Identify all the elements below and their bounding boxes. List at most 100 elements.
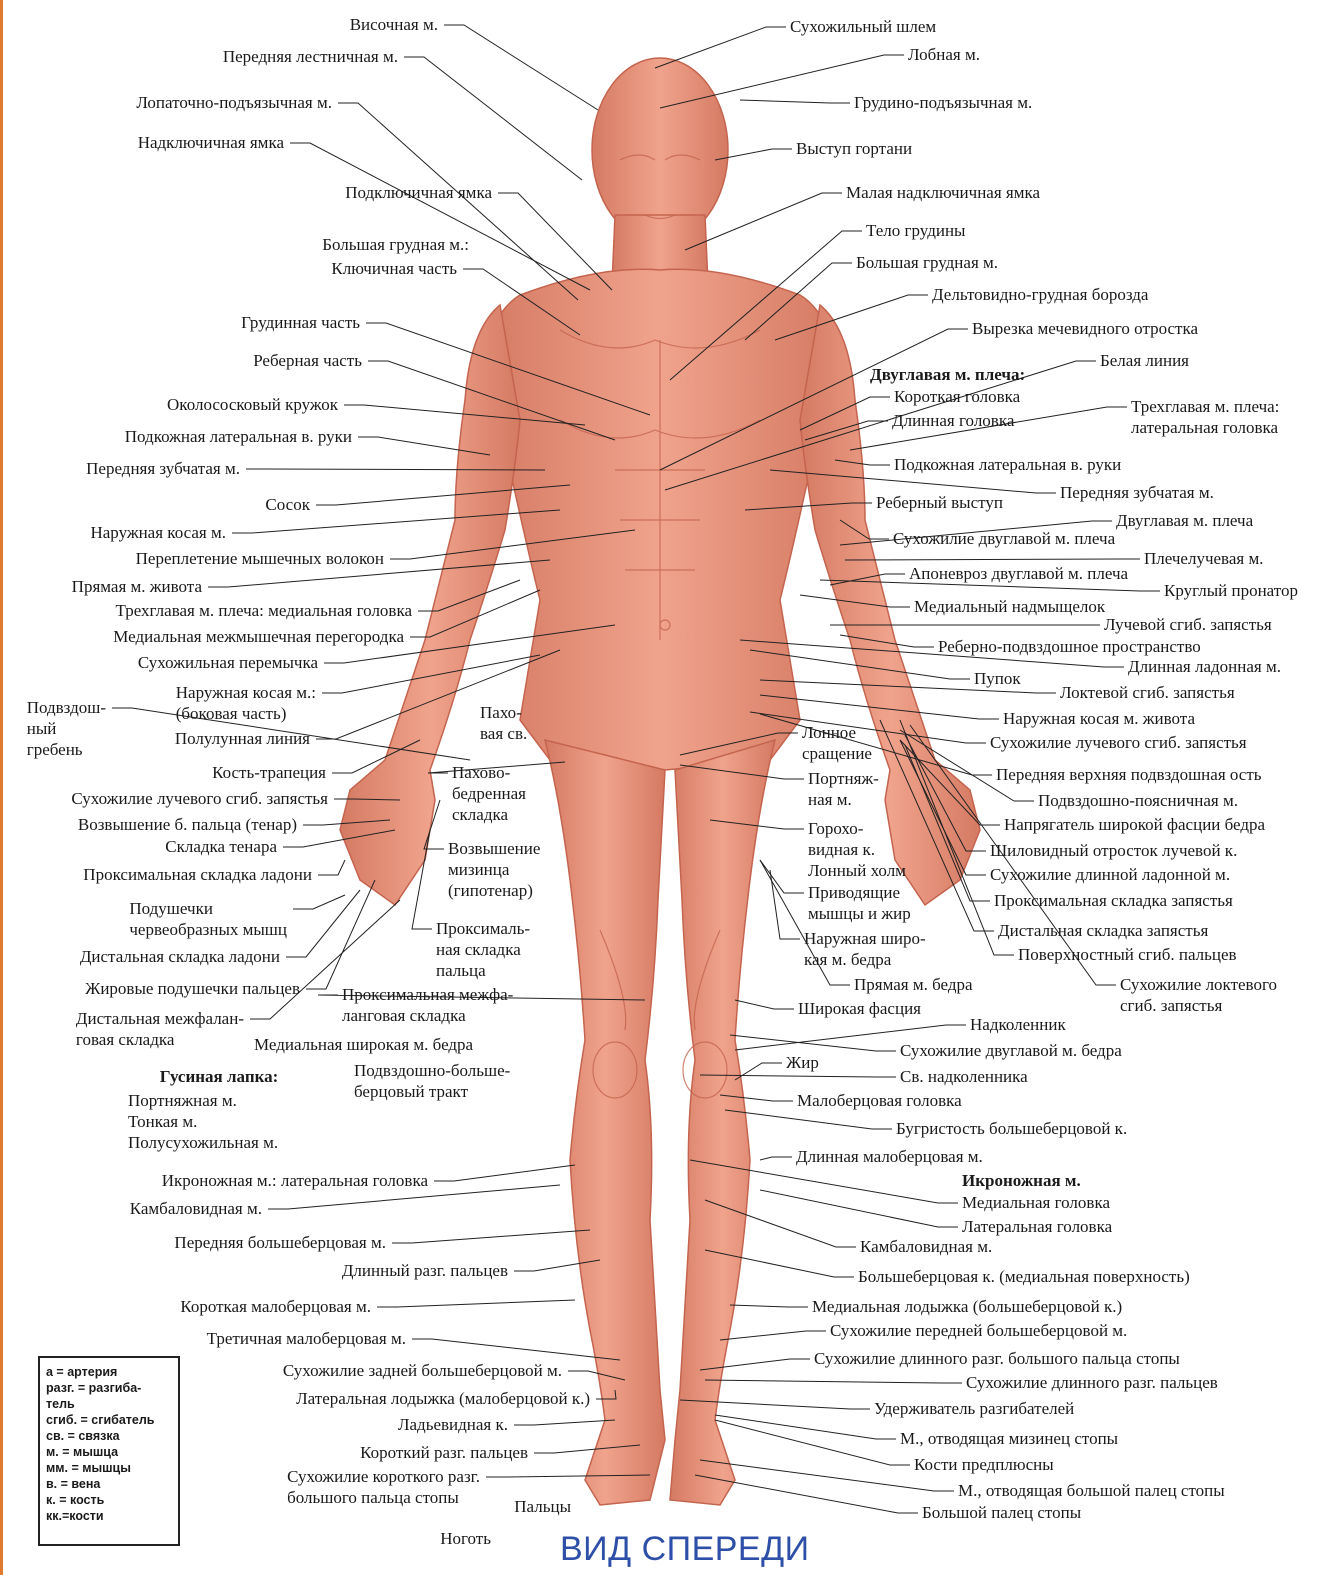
- legend-entry: кк.=кости: [46, 1508, 172, 1524]
- right-label-35: Проксимальная складка запястья: [994, 890, 1233, 911]
- right-label-34: Сухожилие длинной ладонной м.: [990, 864, 1230, 885]
- left-label-5: Большая грудная м.:: [322, 234, 469, 255]
- legend-entry: а = артерия: [46, 1364, 172, 1380]
- right-label-52: Большеберцовая к. (медиальная поверхност…: [858, 1266, 1190, 1287]
- left-label-37: Короткая малоберцовая м.: [180, 1296, 371, 1317]
- right-label-7: Дельтовидно-грудная борозда: [932, 284, 1148, 305]
- right-label-49: Медиальная головка: [962, 1192, 1110, 1213]
- right-label-11: Короткая головка: [894, 386, 1020, 407]
- right-label-41: Надколенник: [970, 1014, 1066, 1035]
- left-label-21: Полулунная линия: [175, 728, 310, 749]
- right-label-38: Сухожилие локтевого сгиб. запястья: [1120, 974, 1277, 1016]
- right-label-55: Сухожилие длинного разг. большого пальца…: [814, 1348, 1180, 1369]
- right-label-4: Малая надключичная ямка: [846, 182, 1040, 203]
- right-label-31: Подвздошно-поясничная м.: [1038, 790, 1238, 811]
- right-label-8: Вырезка мечевидного отростка: [972, 318, 1198, 339]
- right-label-27: Локтевой сгиб. запястья: [1060, 682, 1235, 703]
- left-label-9: Околососковый кружок: [167, 394, 338, 415]
- center-label-2: Возвышение мизинца (гипотенар): [448, 838, 540, 901]
- left-label-11: Передняя зубчатая м.: [86, 458, 240, 479]
- right-label-21: Круглый пронатор: [1164, 580, 1298, 601]
- left-label-24: Возвышение б. пальца (тенар): [78, 814, 297, 835]
- right-label-3: Выступ гортани: [796, 138, 912, 159]
- right-label-58: М., отводящая мизинец стопы: [900, 1428, 1118, 1449]
- center-label-9: Горохо- видная к.: [808, 818, 875, 860]
- left-label-8: Реберная часть: [253, 350, 362, 371]
- left-label-36: Длинный разг. пальцев: [342, 1260, 508, 1281]
- left-label-30: Дистальная межфалан- говая складка: [76, 1008, 244, 1050]
- right-label-10: Двуглавая м. плеча:: [870, 364, 1025, 385]
- left-label-20: Подвздош- ный гребень: [27, 697, 106, 760]
- right-label-51: Камбаловидная м.: [860, 1236, 992, 1257]
- right-label-48: Икроножная м.: [962, 1170, 1081, 1191]
- left-label-23: Сухожилие лучевого сгиб. запястья: [71, 788, 328, 809]
- left-label-19: Наружная косая м.: (боковая часть): [176, 682, 316, 724]
- right-label-25: Длинная ладонная м.: [1128, 656, 1281, 677]
- left-label-34: Камбаловидная м.: [130, 1198, 262, 1219]
- center-label-3: Проксималь- ная складка пальца: [436, 918, 530, 981]
- right-label-33: Шиловидный отросток лучевой к.: [990, 840, 1237, 861]
- left-label-18: Сухожильная перемычка: [138, 652, 318, 673]
- left-label-14: Переплетение мышечных волокон: [136, 548, 384, 569]
- center-label-12: Наружная широ- кая м. бедра: [804, 928, 926, 970]
- right-label-12: Длинная головка: [892, 410, 1014, 431]
- left-label-17: Медиальная межмышечная перегородка: [113, 626, 404, 647]
- right-label-5: Тело грудины: [866, 220, 965, 241]
- center-label-1: Пахово- бедренная складка: [452, 762, 526, 825]
- right-label-37: Поверхностный сгиб. пальцев: [1018, 944, 1237, 965]
- legend-entry: разг. = разгиба- тель: [46, 1380, 172, 1412]
- right-label-61: Большой палец стопы: [922, 1502, 1081, 1523]
- legend-entry: м. = мышца: [46, 1444, 172, 1460]
- left-label-43: Сухожилие короткого разг. большого пальц…: [287, 1466, 480, 1508]
- right-label-32: Напрягатель широкой фасции бедра: [1004, 814, 1265, 835]
- left-label-33: Икроножная м.: латеральная головка: [162, 1170, 428, 1191]
- right-label-18: Сухожилие двуглавой м. плеча: [893, 528, 1115, 549]
- right-label-29: Сухожилие лучевого сгиб. запястья: [990, 732, 1247, 753]
- right-label-36: Дистальная складка запястья: [998, 920, 1208, 941]
- left-label-29: Жировые подушечки пальцев: [85, 978, 300, 999]
- right-label-42: Сухожилие двуглавой м. бедра: [900, 1040, 1122, 1061]
- left-label-39: Сухожилие задней большеберцовой м.: [283, 1360, 562, 1381]
- left-label-25: Складка тенара: [165, 836, 277, 857]
- view-title: ВИД СПЕРЕДИ: [560, 1530, 810, 1569]
- left-label-27: Подушечки червеобразных мышц: [129, 898, 287, 940]
- right-label-60: М., отводящая большой палец стопы: [958, 1480, 1225, 1501]
- right-label-53: Медиальная лодыжка (большеберцовой к.): [812, 1296, 1122, 1317]
- center-label-0: Пахо- вая св.: [480, 702, 527, 744]
- left-label-28: Дистальная складка ладони: [80, 946, 280, 967]
- center-label-11: Приводящие мышцы и жир: [808, 882, 911, 924]
- left-label-2: Лопаточно-подъязычная м.: [136, 92, 332, 113]
- right-label-14: Подкожная латеральная в. руки: [894, 454, 1121, 475]
- right-label-24: Реберно-подвздошное пространство: [938, 636, 1201, 657]
- right-label-54: Сухожилие передней большеберцовой м.: [830, 1320, 1127, 1341]
- left-label-6: Ключичная часть: [331, 258, 457, 279]
- right-label-43: Жир: [786, 1052, 819, 1073]
- legend-entry: к. = кость: [46, 1492, 172, 1508]
- right-label-45: Малоберцовая головка: [797, 1090, 962, 1111]
- left-label-12: Сосок: [265, 494, 310, 515]
- left-label-26: Проксимальная складка ладони: [83, 864, 312, 885]
- right-label-28: Наружная косая м. живота: [1003, 708, 1195, 729]
- right-label-46: Бугристость большеберцовой к.: [896, 1118, 1127, 1139]
- right-label-30: Передняя верхняя подвздошная ость: [996, 764, 1262, 785]
- right-label-50: Латеральная головка: [962, 1216, 1112, 1237]
- legend-entry: мм. = мышцы: [46, 1460, 172, 1476]
- left-label-40: Латеральная лодыжка (малоберцовой к.): [296, 1388, 590, 1409]
- left-label-16: Трехглавая м. плеча: медиальная головка: [116, 600, 413, 621]
- right-label-40: Широкая фасция: [798, 998, 921, 1019]
- right-label-0: Сухожильный шлем: [790, 16, 936, 37]
- right-label-19: Плечелучевая м.: [1144, 548, 1263, 569]
- legend-entry: св. = связка: [46, 1428, 172, 1444]
- left-label-32: Портняжная м. Тонкая м. Полусухожильная …: [128, 1090, 278, 1153]
- left-label-38: Третичная малоберцовая м.: [207, 1328, 406, 1349]
- left-label-35: Передняя большеберцовая м.: [174, 1232, 386, 1253]
- left-label-1: Передняя лестничная м.: [223, 46, 398, 67]
- right-label-9: Белая линия: [1100, 350, 1189, 371]
- right-label-2: Грудино-подъязычная м.: [854, 92, 1032, 113]
- center-label-4: Проксимальная межфа- ланговая складка: [342, 984, 513, 1026]
- right-label-6: Большая грудная м.: [856, 252, 998, 273]
- left-label-42: Короткий разг. пальцев: [360, 1442, 528, 1463]
- left-label-45: Ноготь: [440, 1528, 491, 1549]
